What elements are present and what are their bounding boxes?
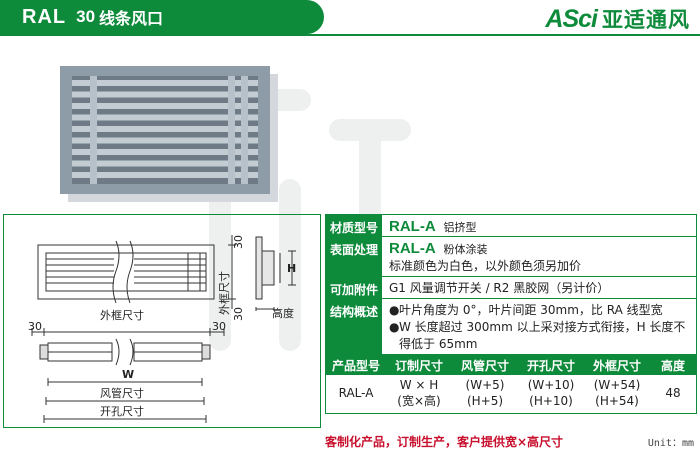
title-banner: RAL 30 线条风口 (0, 0, 324, 34)
col-frame: 外框尺寸 (592, 358, 641, 373)
dim-30-left: 30 (28, 320, 42, 333)
custom-order-note: 客制化产品，订制生产，客户提供宽×高尺寸 (325, 435, 564, 449)
outer-frame-label: 外框尺寸 (100, 308, 144, 322)
cell-model: RAL-A (338, 386, 374, 400)
dim-30-right: 30 (212, 320, 226, 333)
header-divider (0, 34, 700, 36)
surface-note: 标准颜色为白色，以外颜色须另加价 (389, 259, 582, 273)
cell-duct: (W+5) (H+5) (465, 378, 505, 408)
material-label: 材质型号 (326, 215, 383, 236)
opening-size-label: 开孔尺寸 (100, 404, 144, 418)
product-name: 线条风口 (99, 9, 164, 28)
w-mark: W (122, 368, 134, 381)
col-custom: 订制尺寸 (394, 358, 443, 373)
brand-logo: ASci 亚适通风 (545, 4, 690, 34)
structure-bullet-1: ● 叶片角度为 0°，叶片间距 30mm，比 RA 线型宽 (389, 303, 663, 317)
grille-slat (72, 172, 258, 178)
grille-slat (72, 103, 258, 109)
spec-row-structure: 结构概述 ● 叶片角度为 0°，叶片间距 30mm，比 RA 线型宽 ● W 长… (326, 299, 696, 355)
top-view-grille (37, 240, 215, 304)
grille-slat (72, 126, 258, 132)
grille-slat (72, 80, 258, 86)
grille-slat (72, 114, 258, 121)
unit-label: Unit：mm (647, 438, 694, 449)
dimension-drawing: 30 30 外框尺寸 H 高度 (28, 235, 296, 423)
cell-custom: W × H (宽×高) (397, 378, 441, 408)
dim-30-top: 30 (232, 235, 245, 249)
grille-slat (72, 137, 258, 144)
col-height: 高度 (660, 358, 685, 373)
dimension-drawing-panel: 30 30 外框尺寸 H 高度 (3, 214, 321, 428)
surface-model: RAL-A (389, 240, 436, 257)
spec-table: 材质型号 RAL-A 铝挤型 表面处理 RAL-A 粉体涂装 标准颜色为白色，以… (325, 214, 697, 414)
surface-label: 表面处理 (326, 237, 383, 276)
cell-height: 48 (665, 386, 681, 400)
structure-label: 结构概述 (326, 299, 383, 354)
product-number: 30 (76, 7, 96, 26)
section-view (255, 236, 281, 300)
structure-bullet-2: ● W 长度超过 300mm 以上采对接方式衔接，H 长度不得低于 65mm (389, 320, 686, 351)
grille-slat (72, 91, 258, 98)
material-value: 铝挤型 (443, 221, 477, 234)
grille-slat (72, 149, 258, 155)
col-opening: 开孔尺寸 (526, 358, 575, 373)
height-label: 高度 (272, 306, 294, 320)
bullet-icon: ● (389, 303, 400, 317)
front-view (39, 338, 211, 366)
grille-slat (72, 160, 258, 167)
surface-value: 粉体涂装 (443, 243, 488, 256)
table-row: RAL-A W × H (宽×高) (W+5) (H+5) (W+10) (H+… (326, 375, 696, 413)
dim-30-bottom: 30 (232, 307, 245, 321)
brand-name: 亚适通风 (602, 8, 690, 32)
size-table: 产品型号 订制尺寸 风管尺寸 开孔尺寸 外框尺寸 高度 RAL-A W × H … (326, 355, 696, 413)
grille-slats (72, 80, 258, 178)
accessory-label: 可加附件 (326, 277, 383, 298)
grille-product-image (60, 66, 278, 202)
product-series: RAL (22, 5, 67, 28)
size-table-header: 产品型号 订制尺寸 风管尺寸 开孔尺寸 外框尺寸 高度 (326, 355, 696, 375)
bullet-icon: ● (389, 320, 400, 334)
duct-size-label: 风管尺寸 (100, 386, 144, 400)
spec-row-accessory: 可加附件 G1 风量调节开关 / R2 黑胶网（另计价） (326, 277, 696, 299)
cell-frame: (W+54) (H+54) (593, 378, 641, 408)
spec-row-material: 材质型号 RAL-A 铝挤型 (326, 215, 696, 237)
material-model: RAL-A (389, 218, 436, 235)
brand-logo-mark: ASci (545, 4, 598, 33)
spec-row-surface: 表面处理 RAL-A 粉体涂装 标准颜色为白色，以外颜色须另加价 (326, 237, 696, 277)
accessory-value: G1 风量调节开关 / R2 黑胶网（另计价） (389, 281, 610, 295)
outer-frame-side-label: 外框尺寸 (217, 271, 231, 315)
col-duct: 风管尺寸 (460, 358, 509, 373)
col-model: 产品型号 (331, 358, 380, 373)
cell-opening: (W+10) (H+10) (527, 378, 575, 408)
h-mark: H (287, 262, 296, 275)
